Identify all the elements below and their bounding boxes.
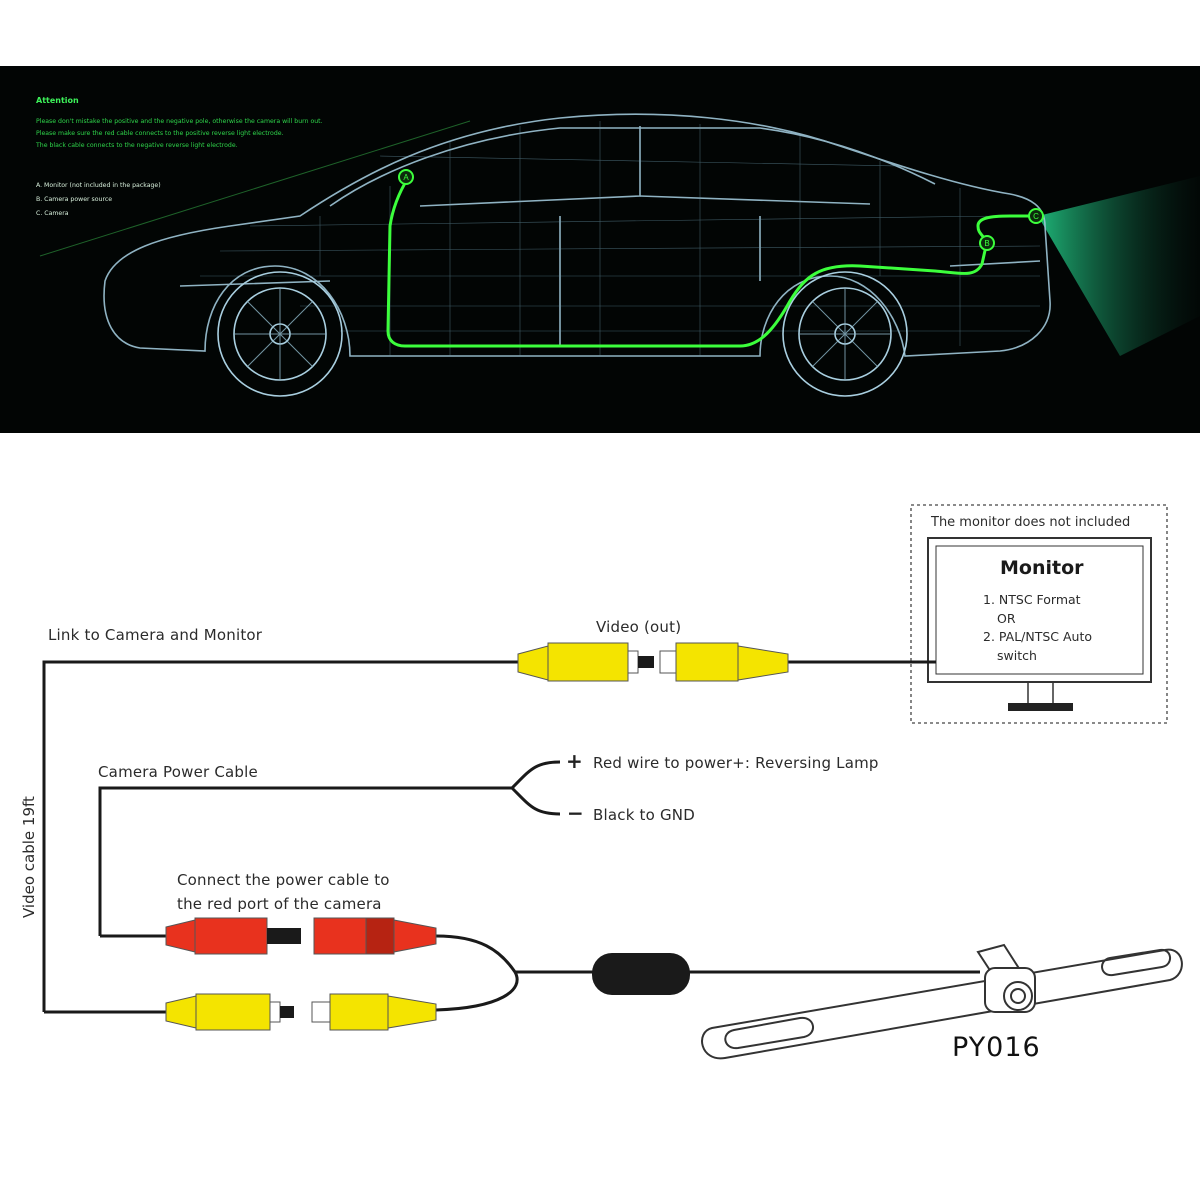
marker-b: B (984, 239, 989, 248)
monitor-item-or: OR (997, 611, 1016, 626)
video-out-connector-right (659, 642, 789, 682)
monitor-item-switch: switch (997, 648, 1037, 663)
minus-sign: − (567, 801, 584, 825)
yellow-video-connector-right (311, 993, 437, 1031)
power-cable (98, 760, 561, 938)
monitor-not-included-box (910, 504, 1168, 724)
attention-line-1: Please don't mistake the positive and th… (36, 118, 323, 125)
camera-cable (435, 934, 980, 1012)
legend-power-source: B. Camera power source (36, 196, 113, 203)
red-power-connector-left (165, 917, 301, 955)
attention-line-3: The black cable connects to the negative… (36, 142, 238, 149)
connect-note-line-2: the red port of the camera (177, 895, 382, 913)
monitor-item-2: 2. PAL/NTSC Auto (983, 629, 1093, 644)
video-out-label: Video (out) (596, 618, 682, 636)
monitor-icon (927, 537, 1152, 711)
monitor-item-1: 1. NTSC Format (983, 592, 1081, 607)
yellow-video-connector-left (165, 993, 294, 1031)
video-cable (42, 660, 936, 1014)
attention-line-2: Please make sure the red cable connects … (36, 130, 284, 137)
car-body (103, 113, 1051, 357)
monitor-title: Monitor (1000, 557, 1084, 579)
link-label: Link to Camera and Monitor (48, 626, 263, 644)
legend-camera: C. Camera (36, 210, 69, 217)
model-number: PY016 (952, 1032, 1041, 1063)
video-out-connector-left (517, 642, 654, 682)
license-plate-camera (701, 943, 1183, 1060)
marker-a: A (403, 173, 409, 182)
video-cable-length-label: Video cable 19ft (20, 796, 38, 918)
attention-title: Attention (36, 96, 79, 105)
inline-filter-module (592, 953, 690, 995)
camera-beam (1038, 176, 1200, 356)
legend-monitor: A. Monitor (not included in the package) (36, 182, 161, 189)
black-wire-label: Black to GND (593, 806, 695, 824)
plus-sign: + (566, 749, 583, 773)
wiring-path (386, 177, 1036, 348)
connect-note-line-1: Connect the power cable to (177, 871, 390, 889)
red-power-connector-right (313, 917, 437, 955)
car-wireframe-illustration: A B C (39, 113, 1200, 397)
power-cable-label: Camera Power Cable (98, 763, 258, 781)
red-wire-label: Red wire to power+: Reversing Lamp (593, 754, 879, 772)
marker-c: C (1033, 212, 1039, 221)
car-wiring-banner: A B C (0, 66, 1200, 433)
monitor-note: The monitor does not included (931, 515, 1131, 530)
